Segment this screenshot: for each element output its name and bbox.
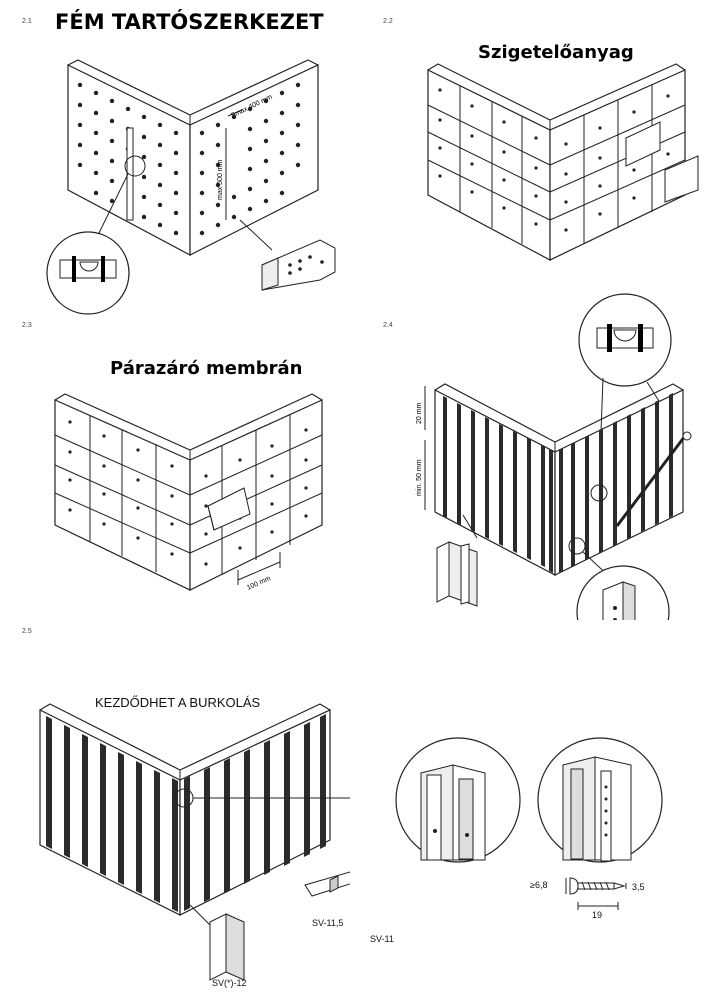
detail-cladding-corner-2 xyxy=(537,737,663,863)
profile-label-sv-11-5: SV-11,5 xyxy=(312,918,344,928)
step-number-2-2: 2.2 xyxy=(383,18,393,25)
step-number-2-4: 2.4 xyxy=(383,322,393,329)
figure-battens: 20 mm min. 50 mm xyxy=(416,293,692,620)
step-number-2-1: 2.1 xyxy=(22,18,32,25)
bracket-dots-right xyxy=(199,82,301,236)
profile-label-sv-11: SV-11 xyxy=(370,934,394,944)
screw-detail xyxy=(565,877,627,910)
profile-label-sv-12: SV(*)-12 xyxy=(212,978,247,988)
figure-metal-frame: Smax 400 mm max 500 mm xyxy=(46,59,336,315)
step-title-insulation: Szigetelőanyag xyxy=(478,42,634,63)
step-number-2-3: 2.3 xyxy=(22,322,32,329)
caption-cladding-start: KEZDŐDHET A BURKOLÁS xyxy=(95,695,261,710)
step-number-2-5: 2.5 xyxy=(22,628,32,635)
figure-vapour-barrier: 100 mm xyxy=(54,393,323,592)
figure-insulation xyxy=(427,63,699,261)
screw-head-label: ≥6,8 xyxy=(530,880,548,890)
detail-cladding-corner-1 xyxy=(395,737,521,863)
figure-cladding xyxy=(39,703,350,981)
screw-shank-label: 3,5 xyxy=(632,882,645,892)
dim-label-100mm: 100 mm xyxy=(246,575,272,592)
step-title-vapour-barrier: Párazáró membrán xyxy=(110,358,303,379)
bracket-dots-left xyxy=(77,82,179,236)
dim-label-20mm: 20 mm xyxy=(416,402,423,424)
step-title-metal-frame: FÉM TARTÓSZERKEZET xyxy=(55,10,324,34)
battens-left xyxy=(443,396,553,573)
dim-label-max: max 500 mm xyxy=(217,159,224,200)
screw-length-label: 19 xyxy=(592,910,603,920)
dim-label-min50mm: min. 50 mm xyxy=(416,459,423,496)
